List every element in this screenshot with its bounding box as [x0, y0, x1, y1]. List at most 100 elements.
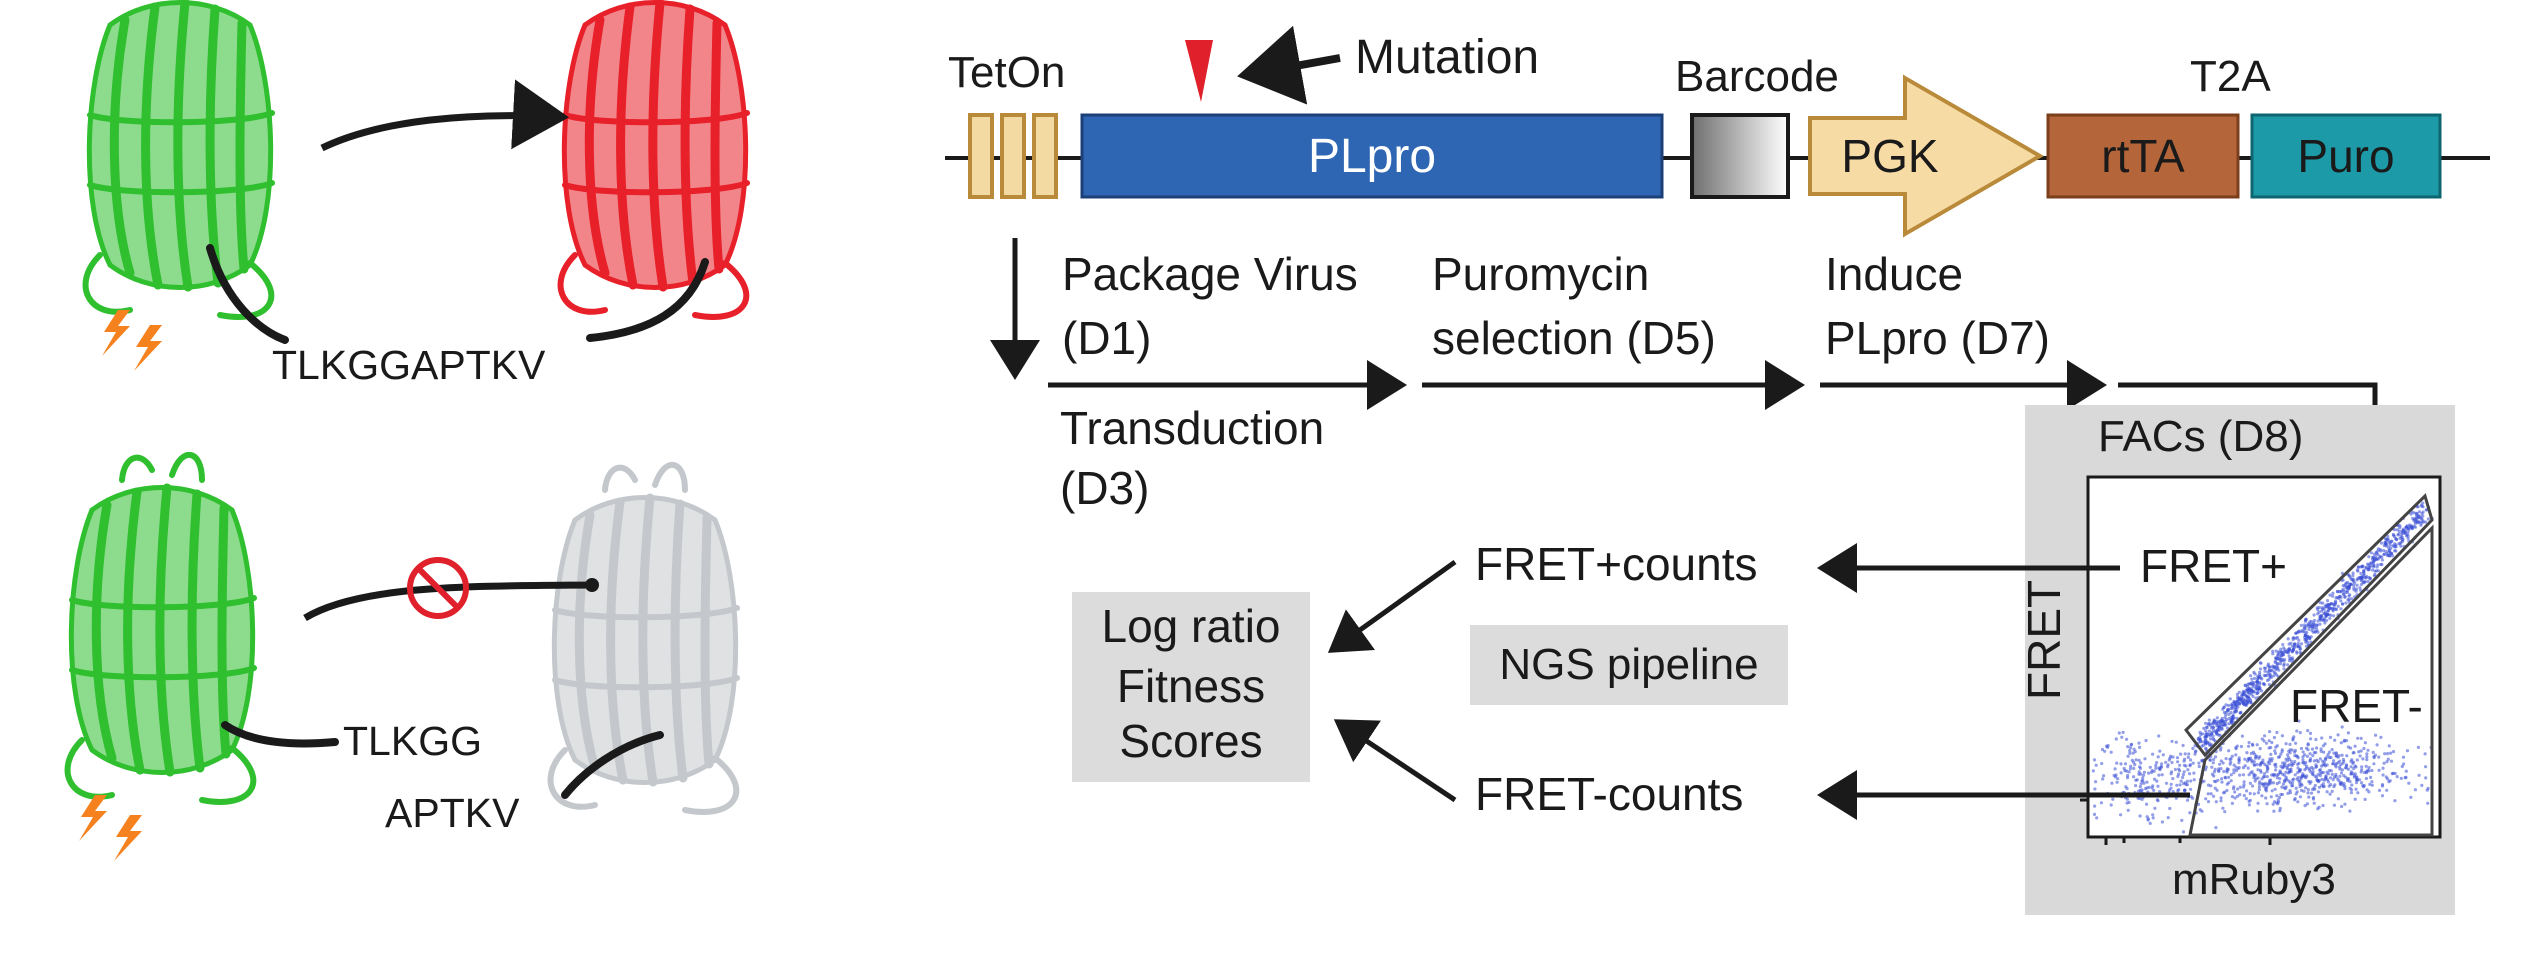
scatter-point	[2282, 667, 2286, 671]
scatter-point	[2393, 799, 2397, 803]
scatter-point	[2293, 754, 2297, 758]
scatter-point	[2174, 740, 2178, 744]
scatter-point	[2241, 689, 2246, 694]
scatter-point	[2274, 765, 2278, 769]
scatter-point	[2234, 765, 2238, 769]
scatter-point	[2169, 772, 2173, 776]
scatter-point	[2260, 794, 2264, 798]
scatter-point	[2415, 516, 2419, 521]
scatter-point	[2306, 729, 2310, 733]
scatter-point	[2309, 737, 2313, 741]
scatter-point	[2245, 789, 2249, 793]
scatter-point	[2258, 661, 2262, 665]
scatter-point	[2126, 808, 2130, 812]
scatter-point	[2275, 794, 2279, 798]
scatter-point	[2355, 778, 2359, 782]
scatter-point	[2204, 768, 2208, 772]
step3-line1: Puromycin	[1432, 248, 1650, 300]
scatter-point	[2115, 761, 2119, 765]
scatter-point	[2160, 820, 2164, 824]
scatter-point	[2255, 763, 2259, 767]
scatter-point	[2233, 790, 2237, 794]
scatter-point	[2197, 764, 2201, 769]
scatter-point	[2405, 749, 2410, 753]
scatter-point	[2095, 816, 2099, 820]
scatter-point	[2204, 747, 2208, 751]
scatter-point	[2260, 782, 2264, 786]
scatter-point	[2207, 729, 2211, 733]
puro-label: Puro	[2297, 130, 2395, 182]
scatter-point	[2298, 769, 2302, 774]
scatter-point	[2406, 534, 2410, 538]
fret-transfer-arrow	[320, 79, 569, 152]
scatter-point	[2321, 601, 2325, 605]
scatter-point	[2156, 784, 2160, 788]
scatter-point	[2258, 747, 2262, 751]
scatter-point	[2309, 791, 2314, 795]
scatter-point	[2245, 751, 2249, 755]
scatter-point	[2169, 782, 2173, 786]
scatter-point	[2243, 757, 2247, 761]
scatter-point	[2181, 830, 2186, 834]
scatter-point	[2291, 637, 2295, 642]
scatter-point	[2286, 791, 2290, 796]
scatter-point	[2284, 777, 2288, 781]
scatter-point	[2303, 762, 2307, 766]
scatter-point	[2248, 781, 2252, 786]
scatter-point	[2298, 647, 2302, 651]
scatter-point	[2252, 776, 2256, 780]
scatter-point	[2185, 798, 2190, 802]
scatter-point	[2287, 654, 2291, 658]
scatter-point	[2138, 765, 2142, 769]
scatter-point	[2301, 758, 2305, 762]
scatter-point	[2227, 749, 2231, 753]
scatter-point	[2288, 763, 2292, 767]
scatter-point	[2276, 662, 2280, 666]
scatter-point	[2318, 768, 2323, 772]
step1-line1: Package Virus	[1062, 248, 1358, 300]
scatter-point	[2237, 690, 2241, 694]
scatter-point	[2294, 786, 2298, 790]
scatter-point	[2316, 790, 2321, 794]
scatter-point	[2304, 776, 2308, 780]
step2-line2: (D3)	[1060, 462, 1150, 514]
scatter-point	[2121, 730, 2125, 735]
scatter-point	[2299, 746, 2303, 751]
scatter-point	[2349, 576, 2353, 580]
ngs-label: NGS pipeline	[1499, 640, 1759, 689]
scatter-point	[2325, 790, 2329, 794]
scatter-point	[2284, 770, 2288, 774]
scatter-point	[2278, 777, 2282, 781]
scatter-point	[2252, 690, 2256, 694]
scatter-point	[2171, 790, 2175, 794]
scatter-point	[2327, 750, 2331, 754]
scatter-point	[2157, 773, 2161, 777]
scatter-point	[2312, 618, 2316, 623]
scatter-point	[2219, 723, 2223, 727]
scatter-point	[2212, 757, 2216, 762]
scatter-point	[2272, 800, 2277, 804]
scatter-point	[2192, 771, 2196, 775]
scatter-point	[2369, 551, 2373, 555]
scatter-point	[2264, 788, 2268, 792]
step2-line1: Transduction	[1060, 402, 1325, 454]
scatter-point	[2204, 797, 2208, 801]
scatter-point	[2170, 739, 2174, 744]
scatter-point	[2191, 796, 2195, 800]
scatter-point	[2409, 512, 2413, 516]
scatter-point	[2125, 801, 2129, 805]
scatter-point	[2262, 775, 2266, 779]
scatter-point	[2160, 773, 2164, 777]
scatter-point	[2153, 806, 2157, 810]
scatter-point	[2283, 648, 2287, 652]
scatter-point	[2309, 619, 2313, 624]
scatter-point	[2213, 755, 2218, 759]
scatter-point	[2123, 769, 2127, 773]
scatter-point	[2148, 765, 2152, 769]
scatter-point	[2232, 763, 2236, 767]
scatter-point	[2202, 726, 2206, 731]
scatter-point	[2311, 754, 2315, 758]
gate-neg-label: FRET-	[2290, 680, 2423, 732]
scatter-point	[2364, 764, 2368, 768]
